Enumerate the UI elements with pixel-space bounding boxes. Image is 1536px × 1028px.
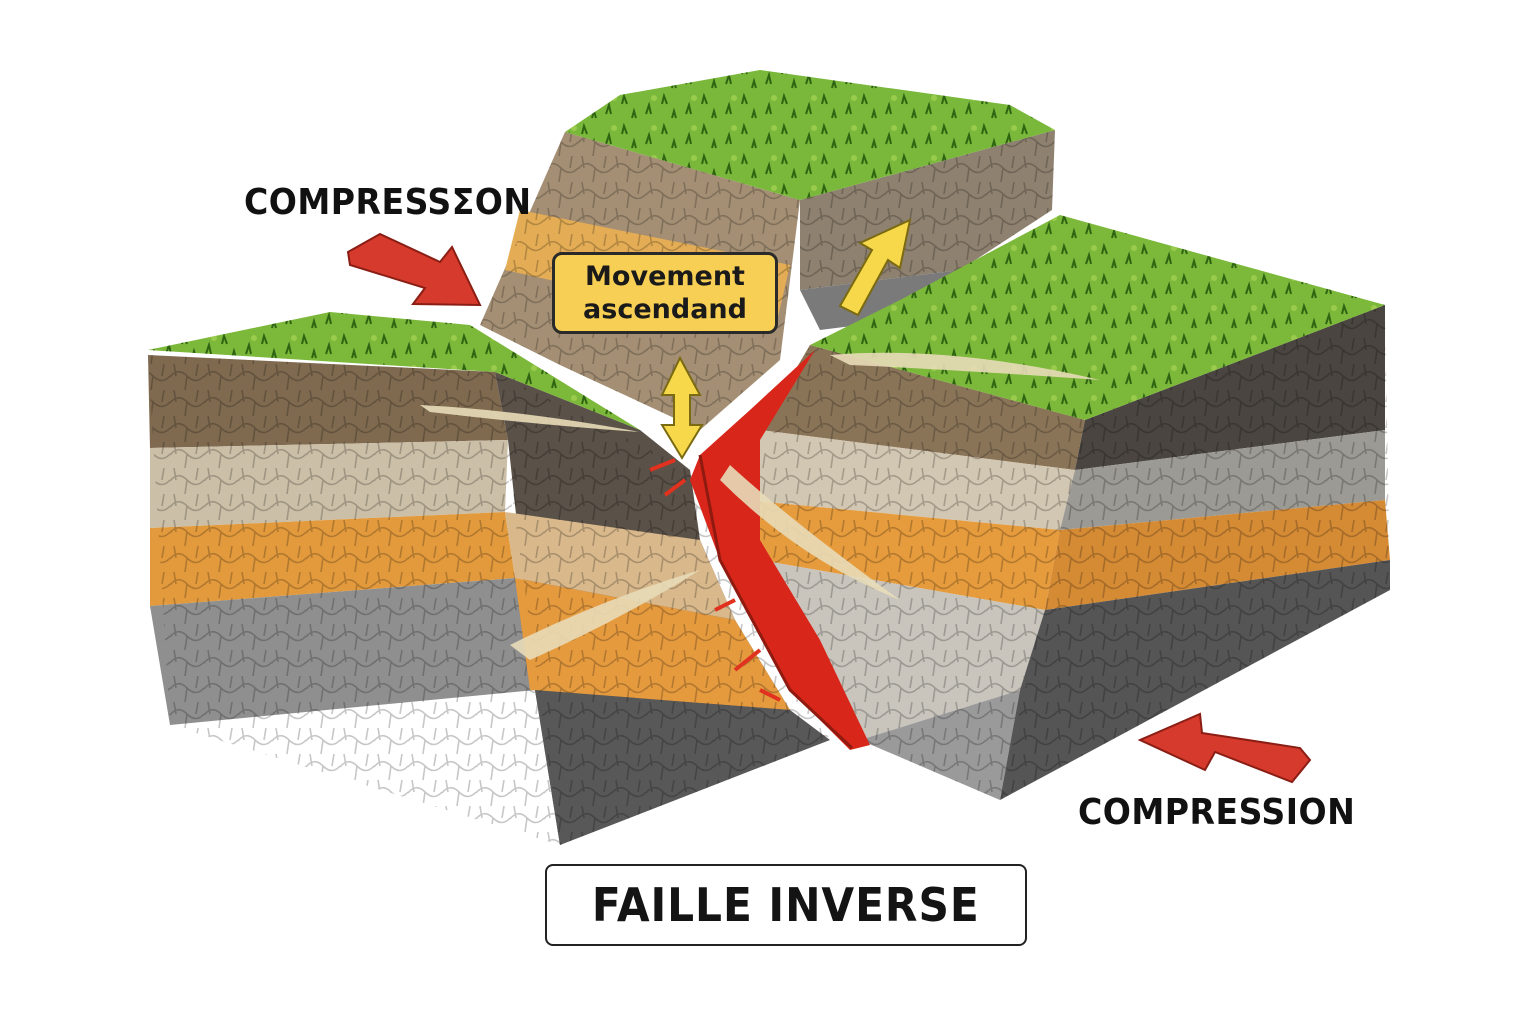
yellow-arrow-icon xyxy=(660,355,704,460)
diagram-title-box: FAILLE INVERSE xyxy=(545,864,1027,946)
red-arrow-icon xyxy=(1137,712,1312,784)
fault-plane xyxy=(420,350,1100,750)
compression-label-right: COMPRESSION xyxy=(1078,792,1356,833)
movement-label-line2: ascendand xyxy=(583,294,747,325)
yellow-arrow-icon xyxy=(838,218,912,317)
movement-label-line1: Movement xyxy=(585,261,745,292)
red-arrow-icon xyxy=(346,232,482,307)
compression-label-left: COMPRESSΣON xyxy=(244,182,532,223)
diagram-title: FAILLE INVERSE xyxy=(592,878,980,932)
movement-label-box: Movement ascendand xyxy=(552,252,778,334)
left-block xyxy=(148,312,830,845)
